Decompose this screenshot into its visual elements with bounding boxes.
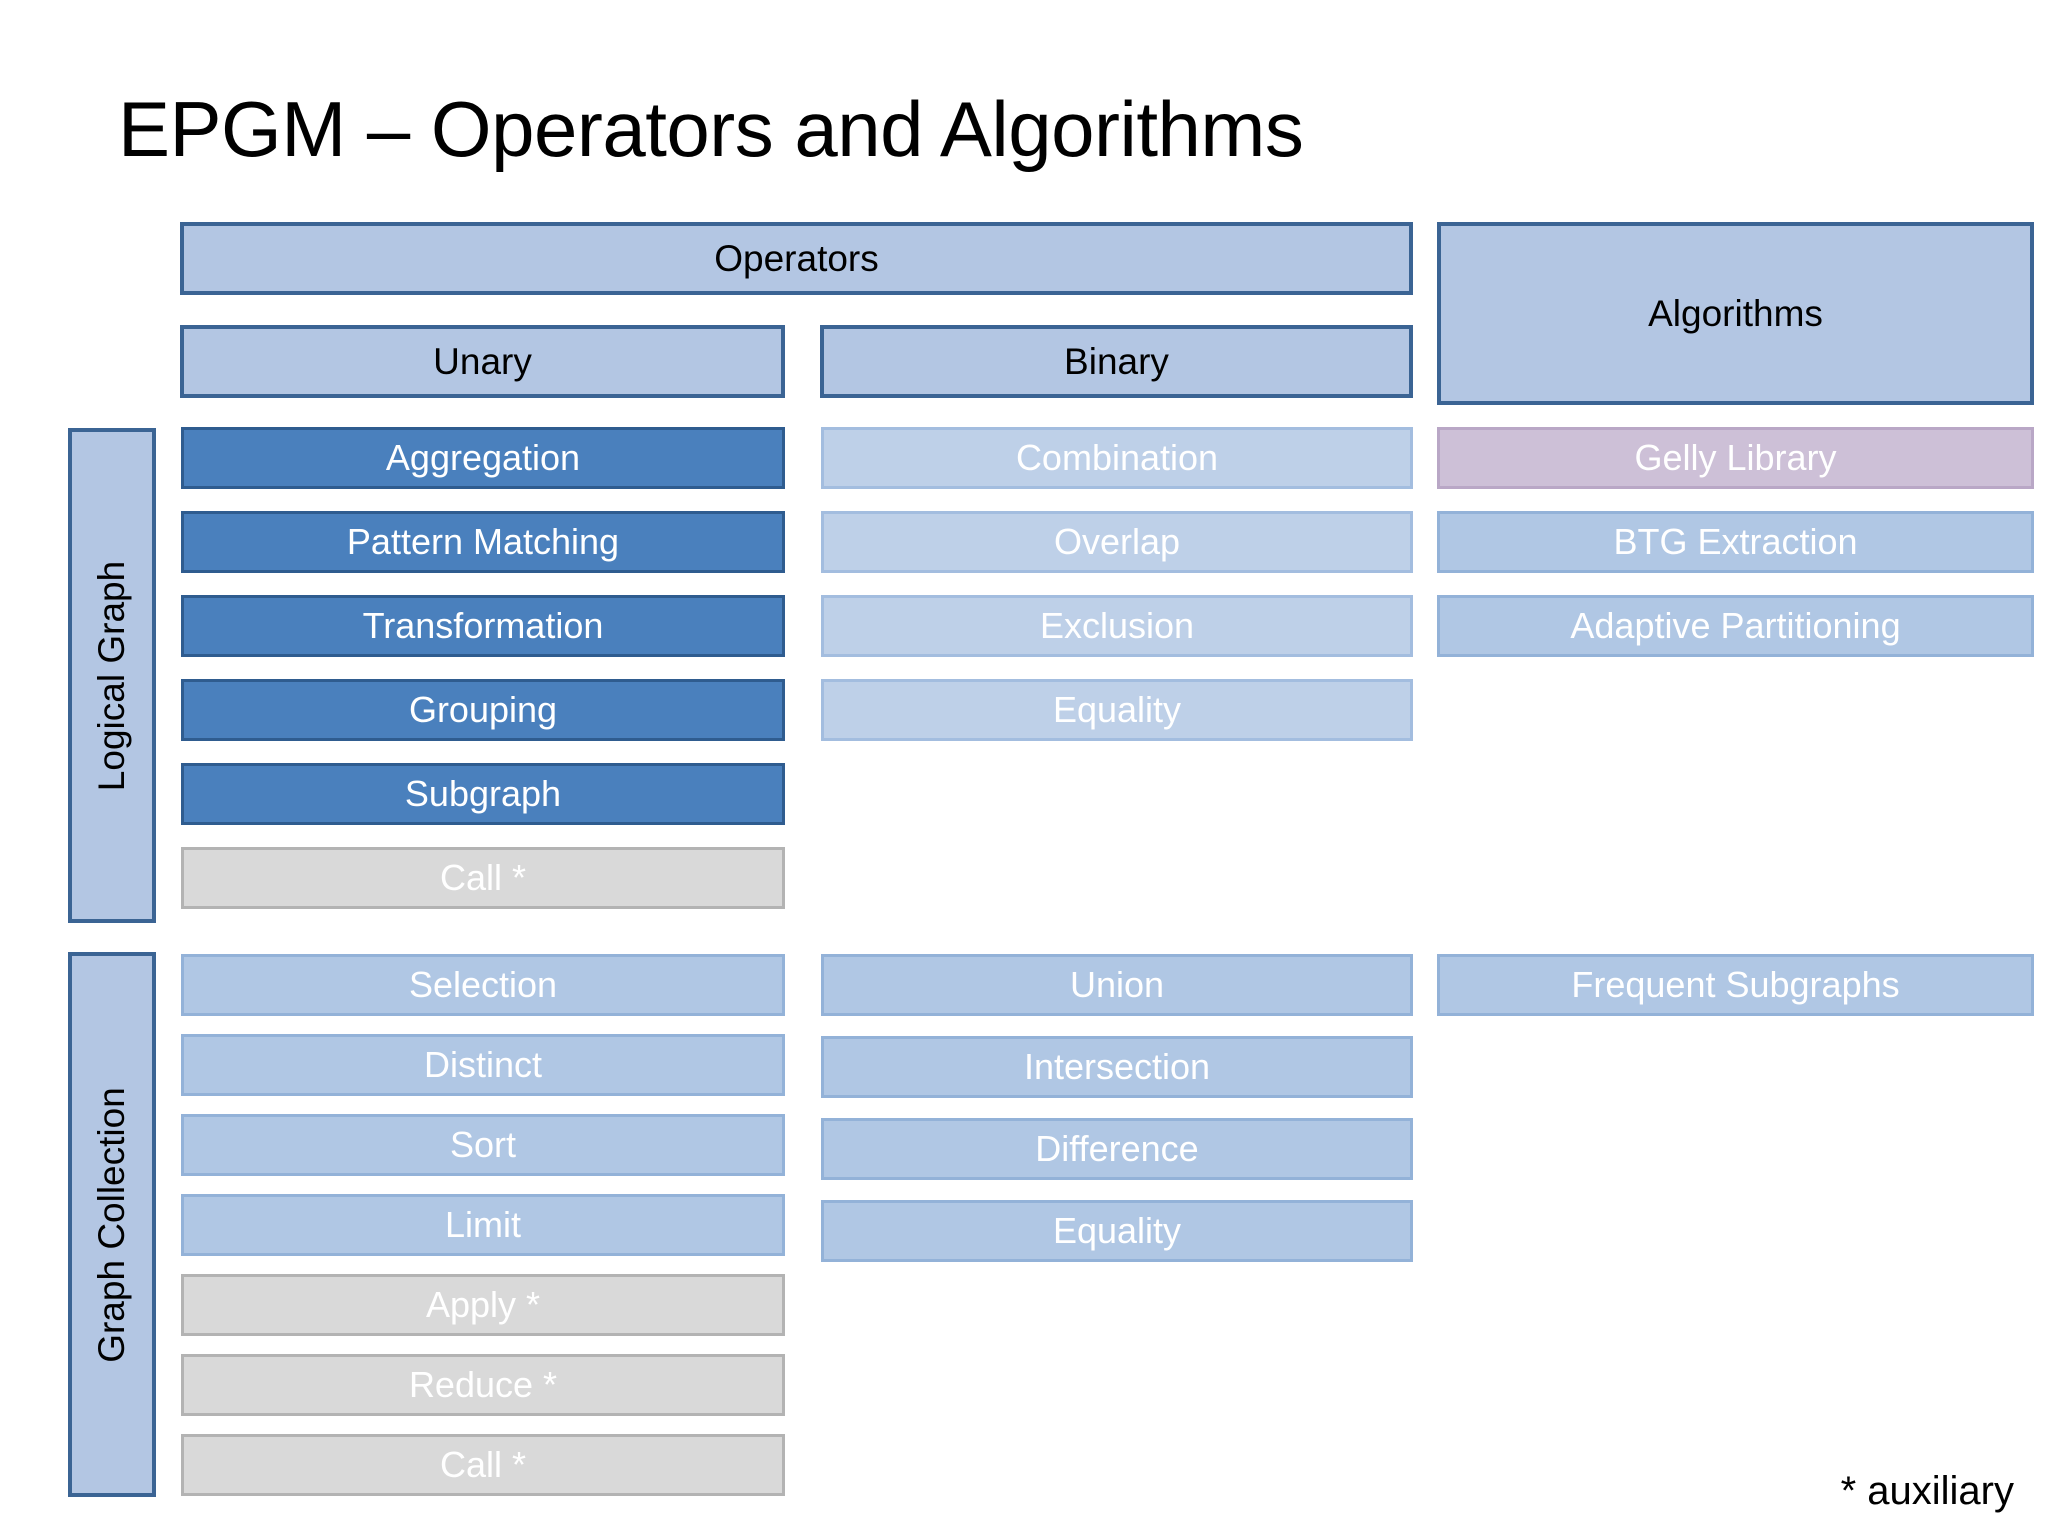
- gc-unary-call[interactable]: Call *: [181, 1434, 785, 1496]
- header-unary: Unary: [180, 325, 785, 398]
- gc-binary-intersection[interactable]: Intersection: [821, 1036, 1413, 1098]
- algorithm-gelly-library[interactable]: Gelly Library: [1437, 427, 2034, 489]
- chip-label: Pattern Matching: [346, 521, 620, 562]
- gc-unary-sort[interactable]: Sort: [181, 1114, 785, 1176]
- gc-unary-distinct[interactable]: Distinct: [181, 1034, 785, 1096]
- op-binary-exclusion[interactable]: Exclusion: [821, 595, 1413, 657]
- op-unary-subgraph[interactable]: Subgraph: [181, 763, 785, 825]
- chip-label: Limit: [444, 1204, 521, 1245]
- gc-binary-equality[interactable]: Equality: [821, 1200, 1413, 1262]
- op-unary-pattern-matching[interactable]: Pattern Matching: [181, 511, 785, 573]
- gc-binary-union[interactable]: Union: [821, 954, 1413, 1016]
- chip-label: Selection: [408, 964, 558, 1005]
- chip-label: Transformation: [362, 605, 604, 646]
- gc-algorithm-frequent-subgraphs[interactable]: Frequent Subgraphs: [1437, 954, 2034, 1016]
- chip-label: Difference: [1035, 1128, 1199, 1169]
- header-algorithms: Algorithms: [1437, 222, 2034, 405]
- op-binary-combination[interactable]: Combination: [821, 427, 1413, 489]
- op-binary-overlap[interactable]: Overlap: [821, 511, 1413, 573]
- chip-label: Grouping: [408, 689, 558, 730]
- chip-label: Reduce *: [408, 1364, 558, 1405]
- chip-label: Equality: [1052, 689, 1182, 730]
- gc-unary-reduce[interactable]: Reduce *: [181, 1354, 785, 1416]
- chip-label: Gelly Library: [1634, 437, 1837, 478]
- op-unary-grouping[interactable]: Grouping: [181, 679, 785, 741]
- gc-unary-selection[interactable]: Selection: [181, 954, 785, 1016]
- chip-label: Apply *: [425, 1284, 541, 1325]
- rail-logical-graph-label: Logical Graph: [91, 560, 132, 791]
- chip-label: Intersection: [1023, 1046, 1211, 1087]
- chip-label: BTG Extraction: [1613, 521, 1858, 562]
- chip-label: Adaptive Partitioning: [1570, 605, 1901, 646]
- chip-label: Aggregation: [385, 437, 581, 478]
- chip-label: Equality: [1052, 1210, 1182, 1251]
- header-operators: Operators: [180, 222, 1413, 295]
- op-unary-transformation[interactable]: Transformation: [181, 595, 785, 657]
- op-binary-equality[interactable]: Equality: [821, 679, 1413, 741]
- chip-label: Frequent Subgraphs: [1571, 964, 1900, 1005]
- header-binary: Binary: [820, 325, 1413, 398]
- rail-logical-graph: Logical Graph: [68, 428, 156, 923]
- gc-unary-limit[interactable]: Limit: [181, 1194, 785, 1256]
- chip-label: Overlap: [1053, 521, 1181, 562]
- op-unary-call[interactable]: Call *: [181, 847, 785, 909]
- chip-label: Call *: [439, 857, 527, 898]
- rail-graph-collection: Graph Collection: [68, 952, 156, 1497]
- op-unary-aggregation[interactable]: Aggregation: [181, 427, 785, 489]
- algorithm-adaptive-partitioning[interactable]: Adaptive Partitioning: [1437, 595, 2034, 657]
- page-title: EPGM – Operators and Algorithms: [118, 85, 1304, 173]
- chip-label: Exclusion: [1039, 605, 1195, 646]
- chip-label: Distinct: [423, 1044, 543, 1085]
- rail-graph-collection-label: Graph Collection: [91, 1086, 132, 1363]
- algorithm-btg-extraction[interactable]: BTG Extraction: [1437, 511, 2034, 573]
- chip-label: Combination: [1015, 437, 1219, 478]
- gc-unary-apply[interactable]: Apply *: [181, 1274, 785, 1336]
- chip-label: Sort: [449, 1124, 517, 1165]
- chip-label: Subgraph: [404, 773, 562, 814]
- gc-binary-difference[interactable]: Difference: [821, 1118, 1413, 1180]
- chip-label: Call *: [439, 1444, 527, 1485]
- chip-label: Union: [1069, 964, 1165, 1005]
- footnote-auxiliary: * auxiliary: [1840, 1469, 2014, 1513]
